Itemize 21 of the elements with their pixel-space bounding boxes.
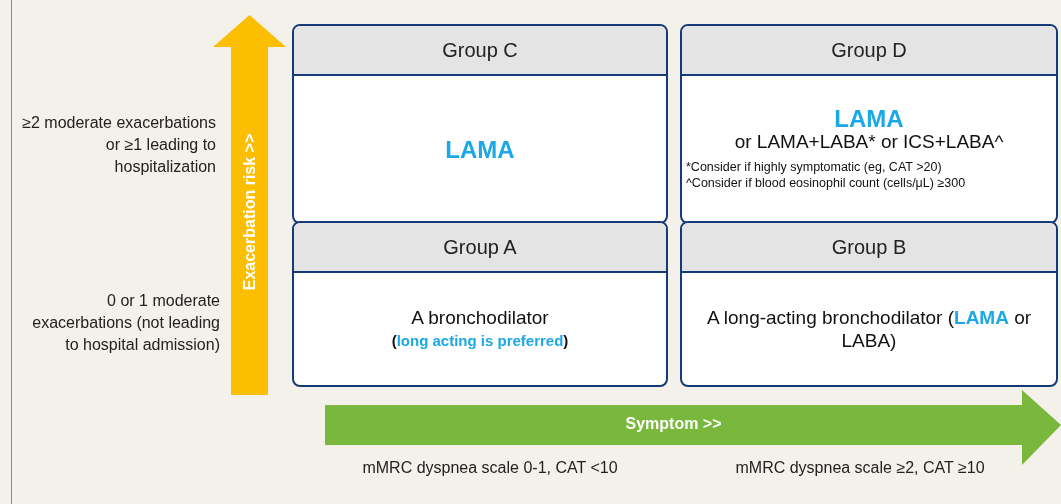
axis-label: Exacerbation risk >> [240, 132, 259, 293]
treatment-text: A bronchodilator [411, 306, 549, 329]
criteria-text: ≥2 moderate exacerbations or ≥1 leading to hospitalization [21, 113, 216, 177]
treatment-text: A long-acting bronchodilator (LAMA or LABA) [705, 306, 1033, 352]
group-title: Group A [294, 223, 666, 273]
criteria-text: 0 or 1 moderate exacerbations (not leading to hospital admission) [31, 291, 220, 355]
criteria-text: mMRC dyspnea scale 0-1, CAT <10 [361, 458, 619, 478]
criteria-text: mMRC dyspnea scale ≥2, CAT ≥10 [734, 458, 986, 478]
group-box [680, 221, 1058, 387]
group-title: Group C [294, 26, 666, 76]
drug-name: LAMA [445, 137, 515, 161]
group-title: Group B [682, 223, 1056, 273]
treatment-text: or LAMA+LABA* or ICS+LABA^ [734, 130, 1004, 153]
group-title: Group D [682, 26, 1056, 76]
footnote: *Consider if highly symptomatic (eg, CAT >20) ^Consider if blood eosinophil count (cells/μL) ≥300 [685, 159, 967, 191]
group-box [292, 24, 668, 224]
axis-label: Symptom >> [624, 414, 723, 434]
drug-name: LAMA [834, 107, 904, 130]
group-box [680, 24, 1058, 224]
treatment-text: (long acting is preferred) [391, 331, 569, 351]
group-box [292, 221, 668, 387]
